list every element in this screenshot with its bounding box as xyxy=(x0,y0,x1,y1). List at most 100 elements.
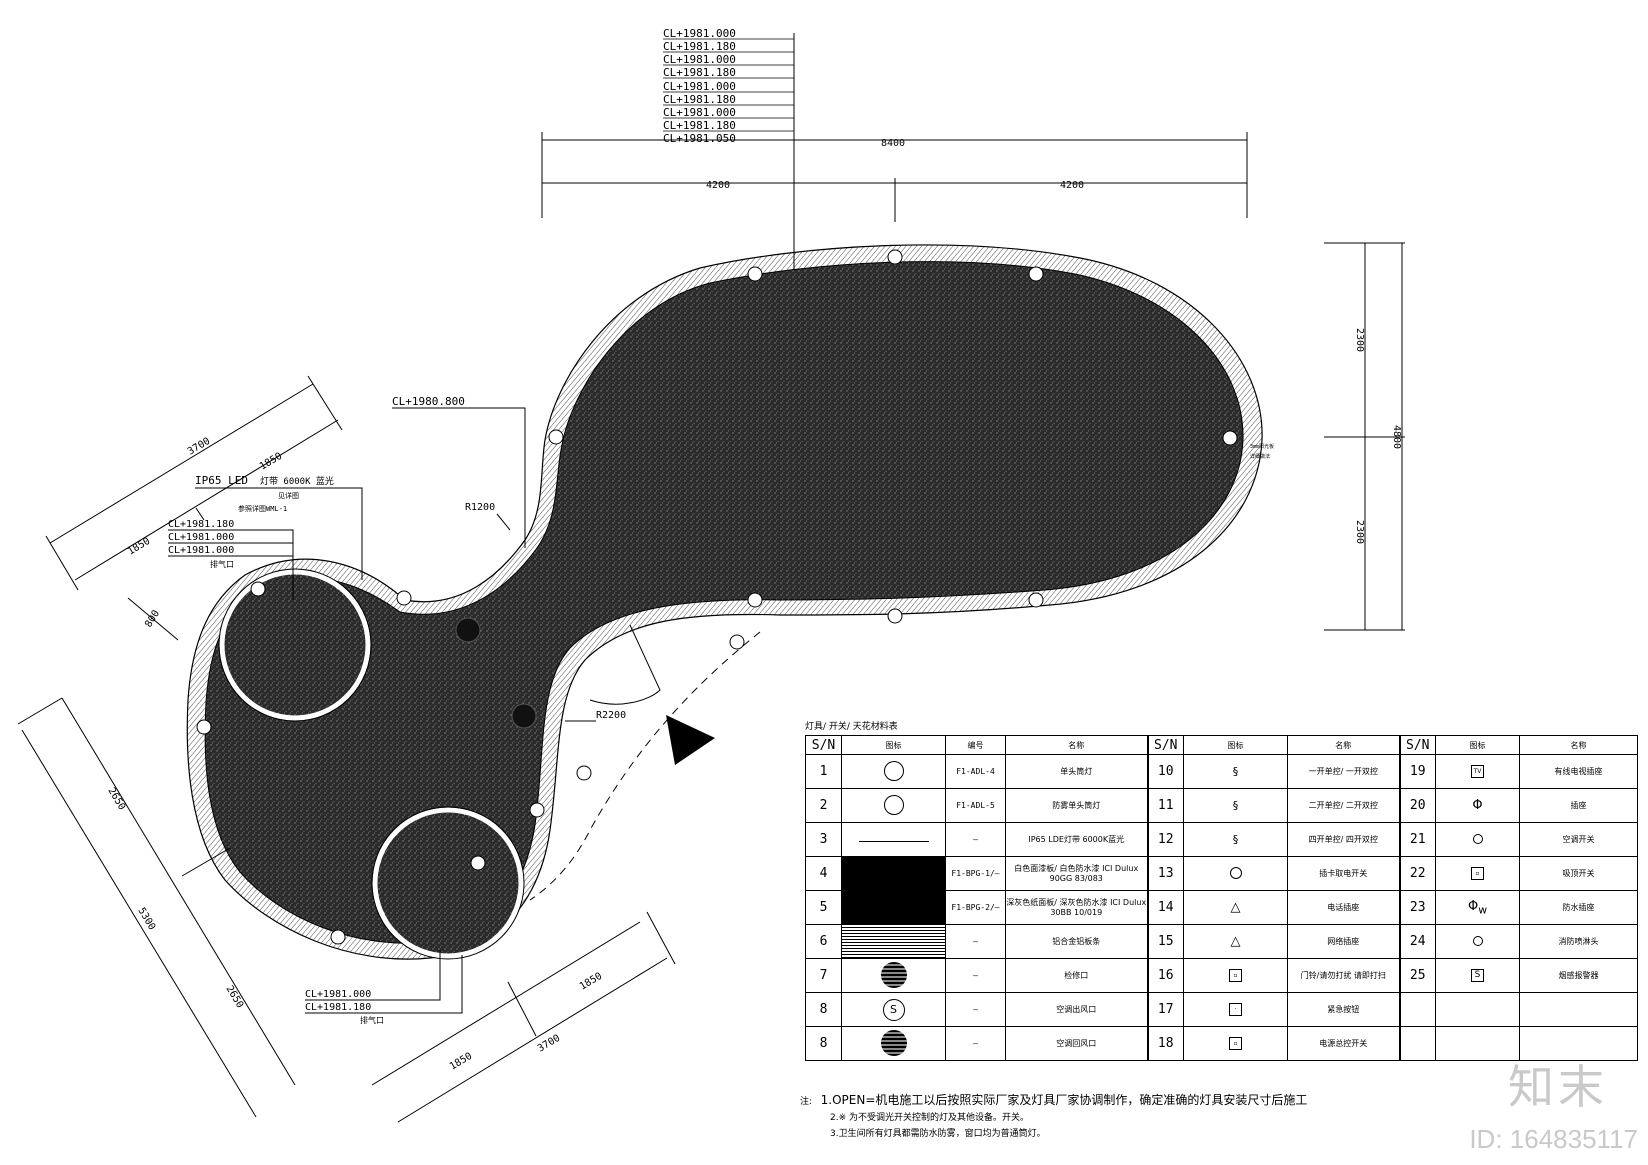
legend-code: F1-ADL-4 xyxy=(945,754,1006,789)
legend-name: 网络插座 xyxy=(1287,924,1400,959)
header-name: 名称 xyxy=(1005,735,1148,755)
legend-name: 空调开关 xyxy=(1519,822,1638,857)
dim-4200-left: 4200 xyxy=(706,180,730,191)
legend-sn: 22 xyxy=(1398,856,1436,891)
legend-sn xyxy=(1398,992,1436,1027)
legend-code: F1-BPG-2/— xyxy=(945,890,1006,925)
legend-sn: 16 xyxy=(1146,958,1184,993)
led-strip-icon xyxy=(858,841,929,842)
dim-1850-left-a: 1850 xyxy=(258,451,284,473)
legend-sn: 4 xyxy=(805,856,842,891)
legend-name: 一开单控/ 一开双控 xyxy=(1287,754,1400,789)
legend-symbol: ▫ xyxy=(1183,958,1288,993)
watermark-id: ID: 164835117 xyxy=(1469,1124,1638,1154)
header-code: 编号 xyxy=(945,735,1006,755)
legend-symbol xyxy=(841,924,946,959)
panel-box-icon: ▫ xyxy=(1229,1037,1242,1050)
legend-sn: 8 xyxy=(805,992,842,1027)
dim-4200-right: 4200 xyxy=(1060,180,1084,191)
top-elevation-labels: CL+1981.000 CL+1981.180 CL+1981.000 CL+1… xyxy=(663,27,736,145)
legend-symbol xyxy=(1435,924,1520,959)
downlight xyxy=(1222,430,1238,446)
legend-symbol: · xyxy=(1183,992,1288,1027)
sprinkler-icon xyxy=(1472,935,1483,946)
downlight xyxy=(470,855,486,871)
legend-symbol xyxy=(841,856,946,891)
legend-symbol xyxy=(1435,992,1520,1027)
supply-vent-icon: S xyxy=(882,998,905,1021)
header-sn: S/N xyxy=(1398,735,1436,755)
legend-symbol: S xyxy=(841,992,946,1027)
legend-symbol: △ xyxy=(1183,890,1288,925)
legend-symbol: Φw xyxy=(1435,890,1520,925)
elevation-label: CL+1981.000 xyxy=(305,989,371,1000)
notes-label: 注: xyxy=(800,1097,813,1107)
elevation-label: CL+1981.000 xyxy=(663,80,736,93)
note-line-1: 1.OPEN=机电施工以后按照实际厂家及灯具厂家协调制作，确定准确的灯具安装尺寸… xyxy=(820,1093,1308,1107)
dim-5300: 5300 xyxy=(135,906,157,932)
legend-symbol xyxy=(841,754,946,789)
legend-header-row: S/N 图标 编号 名称 S/N 图标 名称 S/N 图标 名称 xyxy=(805,735,1638,755)
legend-code: F1-ADL-5 xyxy=(945,788,1006,823)
socket-icon: Φ xyxy=(1472,798,1483,813)
legend-name: 二开单控/ 二开双控 xyxy=(1287,788,1400,823)
legend-name: 电话插座 xyxy=(1287,890,1400,925)
downlight xyxy=(887,608,903,624)
legend-symbol: △ xyxy=(1183,924,1288,959)
legend-code: — xyxy=(945,992,1006,1027)
downlight xyxy=(396,590,412,606)
elevation-label: CL+1981.050 xyxy=(663,132,736,145)
legend-sn: 5 xyxy=(805,890,842,925)
panel-box-icon: ▫ xyxy=(1471,867,1484,880)
dim-3700-left: 3700 xyxy=(186,436,212,458)
legend-name: 插座 xyxy=(1519,788,1638,823)
right-note: 3mm阳光板 xyxy=(1250,443,1274,450)
smoke-detector-icon: S xyxy=(1471,969,1484,982)
legend-name: 检修口 xyxy=(1005,958,1148,993)
left-elevation-labels: CL+1981.180 CL+1981.000 CL+1981.000 排气口 xyxy=(168,519,234,569)
downlight xyxy=(548,429,564,445)
ip65-led-label: IP65 LED xyxy=(195,474,248,487)
legend-sn: 17 xyxy=(1146,992,1184,1027)
watermark-logo: 知末 xyxy=(1508,1060,1608,1114)
legend-name: 紧急按钮 xyxy=(1287,992,1400,1027)
legend-name: 四开单控/ 四开双控 xyxy=(1287,822,1400,857)
legend-name: 烟感报警器 xyxy=(1519,958,1638,993)
switch-icon: § xyxy=(1232,799,1239,812)
drawing-notes: 注: 1.OPEN=机电施工以后按照实际厂家及灯具厂家协调制作，确定准确的灯具安… xyxy=(800,1092,1307,1142)
legend-sn: 21 xyxy=(1398,822,1436,857)
header-symbol: 图标 xyxy=(841,735,946,755)
dim-8400: 8400 xyxy=(881,138,905,149)
bottom-elev-leader xyxy=(305,950,441,1001)
legend-symbol: ▫ xyxy=(1435,856,1520,891)
downlight xyxy=(729,634,745,650)
elevation-label: CL+1981.000 xyxy=(663,27,736,40)
elevation-label: CL+1981.000 xyxy=(663,53,736,66)
elevation-label: CL+1981.180 xyxy=(168,519,234,530)
legend-symbol xyxy=(841,890,946,925)
legend-symbol: § xyxy=(1183,822,1288,857)
legend-name: 插卡取电开关 xyxy=(1287,856,1400,891)
bottom-diagonal-dims xyxy=(371,911,676,1123)
legend-code: — xyxy=(945,924,1006,959)
dashed-curve xyxy=(529,631,761,901)
left-diagonal-dims xyxy=(17,375,343,1118)
elevation-label: CL+1981.180 xyxy=(663,119,736,132)
downlight-markers xyxy=(196,249,1238,945)
header-sn: S/N xyxy=(805,735,842,755)
vent-grille-icon xyxy=(511,703,537,729)
legend-sn: 10 xyxy=(1146,754,1184,789)
legend-sn: 20 xyxy=(1398,788,1436,823)
legend-sn: 18 xyxy=(1146,1026,1184,1061)
r1200-leader xyxy=(496,513,511,531)
tv-socket-icon: TV xyxy=(1471,765,1484,778)
